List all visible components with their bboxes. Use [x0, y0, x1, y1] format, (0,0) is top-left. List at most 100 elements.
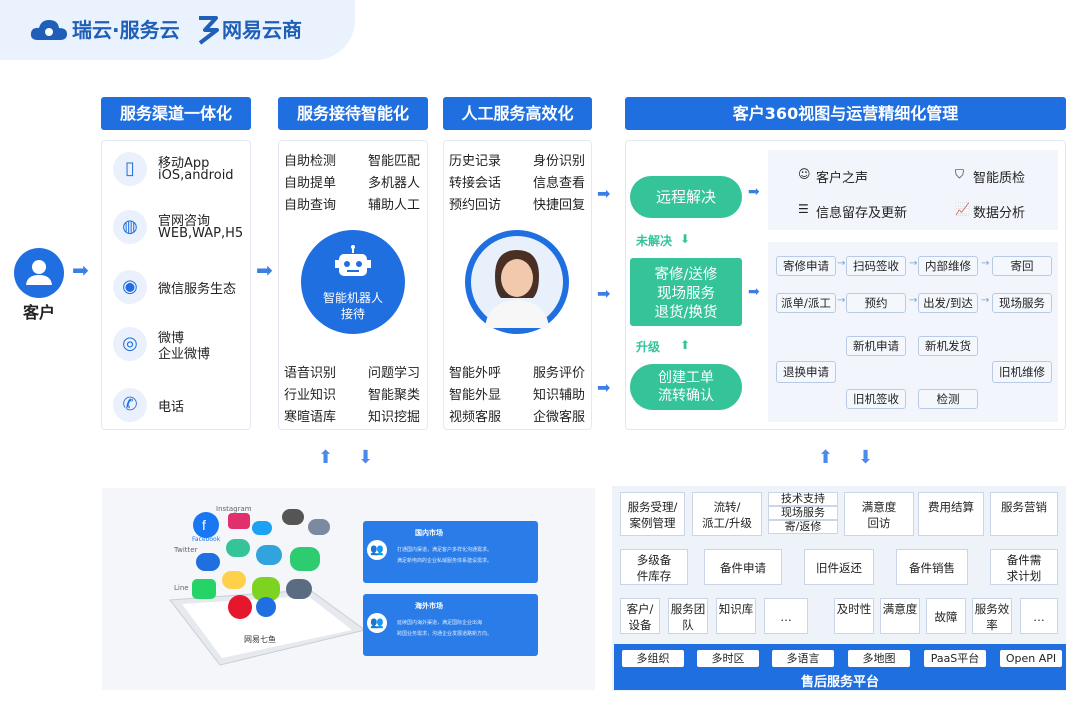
customer-label: 客户	[22, 303, 55, 322]
flow-step: 退换申请	[776, 361, 836, 383]
platform-module: 费用结算	[918, 492, 984, 536]
reception-feature: 智能聚类	[368, 388, 421, 403]
agent-feature: 历史记录	[449, 154, 502, 169]
document-icon: ☰	[798, 202, 809, 216]
management-header: 客户360视图与运营精细化管理	[625, 97, 1066, 130]
platform-module: 备件需 求计划	[990, 549, 1058, 585]
platform-module: 客户/ 设备	[620, 598, 660, 634]
user-icon	[26, 260, 52, 285]
arrow-right-icon: ➡	[597, 378, 611, 397]
platform-module: 寄/返修	[768, 520, 838, 534]
phone-icon: ▯	[113, 152, 147, 186]
channel-label: 官网咨询	[158, 214, 211, 229]
overseas-line: 跨国业务需求，沟通企业发展道路新方向。	[397, 631, 493, 637]
smile-icon: ☺	[798, 167, 811, 181]
channel-label: 电话	[158, 400, 185, 415]
agent-feature: 服务评价	[533, 366, 586, 381]
flow-step: 寄回	[992, 256, 1052, 276]
flow-step: 预约	[846, 293, 906, 313]
feature-qc: 智能质检	[973, 171, 1026, 186]
ticket-line: 创建工单	[658, 370, 714, 386]
platform-module: …	[764, 598, 808, 634]
platform-module: 流转/ 派工/升级	[692, 492, 762, 536]
flow-step: 扫码签收	[846, 256, 906, 276]
arrow-up-icon: ⬆	[318, 447, 334, 468]
agent-feature: 企微客服	[533, 410, 586, 425]
platform-module: 满意度 回访	[844, 492, 914, 536]
reception-feature: 语音识别	[284, 366, 337, 381]
chart-icon: 📈	[955, 202, 970, 216]
weibo-icon: ◎	[113, 327, 147, 361]
platform-module: 多级备 件库存	[620, 549, 688, 585]
reception-feature: 自助检测	[284, 154, 337, 169]
flow-step: 现场服务	[992, 293, 1052, 313]
arrow-up-icon: ⬆	[680, 338, 691, 352]
reception-feature: 辅助人工	[368, 198, 421, 213]
domestic-card	[363, 521, 538, 583]
agent-header: 人工服务高效化	[443, 97, 592, 130]
platform-module: 服务团队	[668, 598, 708, 634]
service-node: 寄修/送修 现场服务 退货/换货	[630, 258, 742, 326]
reception-feature: 行业知识	[284, 388, 337, 403]
platform-module: 服务营销	[990, 492, 1058, 536]
remote-resolve-node: 远程解决	[630, 176, 742, 218]
overseas-card	[363, 594, 538, 656]
platform-capability: Open API	[1000, 650, 1062, 667]
platform-module: 技术支持	[768, 492, 838, 506]
platform-module: 及时性	[834, 598, 874, 634]
platform-module: 备件申请	[704, 549, 782, 585]
telephone-icon: ✆	[113, 388, 147, 422]
feature-info: 信息留存及更新	[816, 206, 908, 221]
platform-module: 服务效率	[972, 598, 1012, 634]
feature-voice: 客户之声	[816, 171, 869, 186]
features-box	[768, 150, 1058, 230]
arrow-up-icon: ⬆	[818, 447, 834, 468]
platform-module: 故障	[926, 598, 966, 634]
cloud-logo-icon	[30, 18, 68, 42]
feature-analytics: 数据分析	[973, 206, 1026, 221]
flow-step: 寄修申请	[776, 256, 836, 276]
arrow-down-icon: ⬇	[680, 232, 691, 246]
arrow-right-icon: →	[981, 295, 990, 306]
domestic-title: 国内市场	[415, 529, 443, 537]
platform-title: 售后服务平台	[800, 675, 879, 690]
facebook-label: Facebook	[192, 536, 221, 543]
arrow-right-icon: →	[981, 258, 990, 269]
platform-capability: 多语言	[772, 650, 834, 667]
arrow-right-icon: ➡	[748, 284, 760, 300]
agent-feature: 身份识别	[533, 154, 586, 169]
arrow-right-icon: →	[909, 258, 918, 269]
agent-feature: 信息查看	[533, 176, 586, 191]
platform-module: 现场服务	[768, 506, 838, 520]
channel-label: 微信服务生态	[158, 282, 237, 297]
robot-icon	[335, 245, 371, 276]
platform-module: 备件销售	[896, 549, 968, 585]
agent-feature: 知识辅助	[533, 388, 586, 403]
twitter-label: Twitter	[174, 546, 198, 554]
agent-feature: 转接会话	[449, 176, 502, 191]
flow-step: 出发/到达	[918, 293, 978, 313]
globe-icon: ◍	[113, 210, 147, 244]
flow-step: 派单/派工	[776, 293, 836, 313]
platform-capability: PaaS平台	[924, 650, 986, 667]
flow-step: 内部维修	[918, 256, 978, 276]
agent-feature: 预约回访	[449, 198, 502, 213]
arrow-right-icon: →	[909, 295, 918, 306]
arrow-right-icon: →	[837, 295, 846, 306]
domestic-line: 满足新电商的企业私域服务体系建设需求。	[397, 558, 493, 564]
robot-label-1: 智能机器人	[322, 291, 383, 305]
hub-label: 网易七鱼	[244, 635, 276, 644]
agent-feature: 智能外显	[449, 388, 502, 403]
reception-feature: 自助查询	[284, 198, 337, 213]
arrow-right-icon: ➡	[597, 284, 611, 303]
arrow-right-icon: ➡	[72, 258, 89, 282]
reception-feature: 寒暄语库	[284, 410, 337, 425]
platform-module: 旧件返还	[804, 549, 874, 585]
flow-step: 检测	[918, 389, 978, 409]
reception-header: 服务接待智能化	[278, 97, 428, 130]
platform-capability: 多地图	[848, 650, 910, 667]
brand-ruiyun: 瑞云·服务云	[72, 18, 180, 42]
platform-module: …	[1020, 598, 1058, 634]
brand-netease: 网易云商	[222, 18, 302, 42]
reception-feature: 多机器人	[368, 176, 421, 191]
